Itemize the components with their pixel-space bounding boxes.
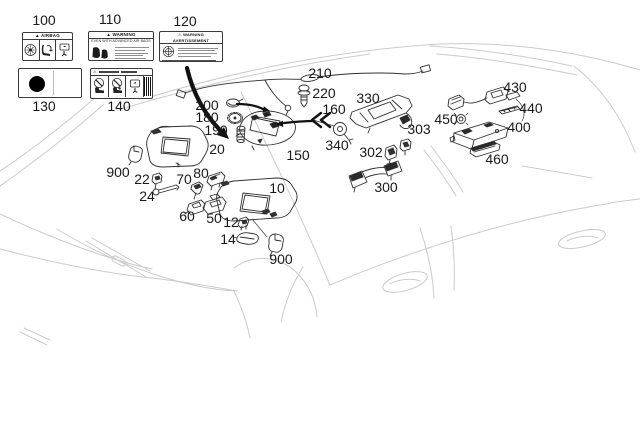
part-sun-visor-20 — [146, 125, 209, 168]
no-childseat-icon — [109, 75, 127, 97]
warning-label-textlines — [113, 45, 153, 60]
warning-bilingual-header: ⚠ WARNING AVERTISSEMENT — [160, 32, 222, 45]
warning-label-110: ▲ WARNING EVEN WITH ADVANCED AIR BAGS — [88, 31, 154, 61]
warning-label-header: ▲ WARNING — [89, 32, 153, 40]
callout-130[interactable]: 130 — [32, 98, 56, 114]
callout-900-visor-right[interactable]: 900 — [269, 251, 293, 267]
part-clip-22 — [151, 172, 163, 190]
part-lens-440 — [498, 105, 521, 115]
callout-430[interactable]: 430 — [503, 79, 527, 95]
child-seats-silhouette-icon — [89, 45, 113, 60]
callout-180[interactable]: 180 — [195, 109, 219, 125]
part-screw-220 — [297, 84, 311, 108]
part-wiring-harness-210 — [175, 64, 432, 116]
callout-900-visor-left[interactable]: 900 — [106, 164, 130, 180]
callout-60[interactable]: 60 — [179, 208, 195, 224]
warning-triangle-icon: ⚠ — [93, 69, 97, 74]
callout-20[interactable]: 20 — [209, 141, 225, 157]
car-body-outline — [0, 43, 640, 346]
part-grab-handle-300 — [348, 160, 403, 193]
part-lens-460 — [469, 140, 501, 158]
callout-120[interactable]: 120 — [173, 13, 197, 29]
callout-24[interactable]: 24 — [139, 188, 155, 204]
arrow-label120-to-visor20 — [184, 65, 226, 136]
callout-220[interactable]: 220 — [312, 85, 336, 101]
warning-label-120: ⚠ WARNING AVERTISSEMENT — [159, 31, 223, 62]
blank-label-130 — [18, 68, 82, 98]
arrow-to-console-left — [235, 102, 265, 111]
callout-450[interactable]: 450 — [434, 111, 458, 127]
callout-440[interactable]: 440 — [519, 100, 543, 116]
callout-140[interactable]: 140 — [107, 98, 131, 114]
callout-190[interactable]: 190 — [204, 122, 228, 138]
part-bracket-50 — [202, 193, 227, 215]
callout-460[interactable]: 460 — [485, 151, 509, 167]
part-bracket-14 — [232, 232, 259, 245]
callout-100[interactable]: 100 — [32, 12, 56, 28]
warning-bilingual-textlines-bottom — [160, 59, 222, 61]
header-text-bar — [98, 70, 119, 73]
part-visor-clip-900-bottom — [251, 218, 284, 257]
pointer-arrows — [184, 65, 316, 139]
callout-12[interactable]: 12 — [223, 214, 239, 230]
callout-10[interactable]: 10 — [269, 180, 285, 196]
airbag-label-header: ▲ AIRBAG — [23, 33, 72, 41]
airbag-burst-icon — [23, 40, 40, 60]
part-visor-clip-900-left — [128, 145, 143, 166]
callout-300[interactable]: 300 — [374, 179, 398, 195]
part-grommet-180 — [227, 112, 243, 124]
part-handle-bracket-330 — [349, 94, 413, 134]
callout-14[interactable]: 14 — [220, 231, 236, 247]
part-bracket-60 — [184, 199, 206, 216]
callout-80[interactable]: 80 — [193, 165, 209, 181]
arrow-to-console-right — [282, 119, 316, 125]
callout-70[interactable]: 70 — [176, 171, 192, 187]
airbag-label-100: ▲ AIRBAG — [22, 32, 73, 61]
callout-210[interactable]: 210 — [308, 65, 332, 81]
warning-label-subheader: EVEN WITH ADVANCED AIR BAGS — [91, 39, 151, 44]
part-clip-70 — [190, 181, 204, 200]
callout-160[interactable]: 160 — [322, 101, 346, 117]
callout-303[interactable]: 303 — [407, 121, 431, 137]
callout-110[interactable]: 110 — [98, 11, 122, 27]
certification-seal-icon — [160, 45, 176, 58]
callout-302[interactable]: 302 — [359, 144, 383, 160]
callout-400[interactable]: 400 — [507, 119, 531, 135]
callout-50[interactable]: 50 — [206, 210, 222, 226]
restraint-label-140: ⚠ — [90, 68, 153, 99]
manual-reference-icon — [126, 75, 145, 97]
black-dot-icon — [29, 76, 45, 92]
header-text-bar — [120, 70, 137, 73]
child-seat-icon — [40, 40, 57, 60]
part-clip-12 — [237, 216, 250, 231]
no-rearfacing-seat-icon — [91, 75, 109, 97]
part-sun-visor-10 — [216, 177, 298, 222]
callout-340[interactable]: 340 — [325, 137, 349, 153]
part-pin-24 — [152, 184, 180, 196]
part-grommet-450 — [453, 112, 469, 126]
barcode — [144, 76, 152, 96]
callout-200[interactable]: 200 — [195, 97, 219, 113]
part-pin-190 — [236, 125, 246, 143]
callout-22[interactable]: 22 — [134, 171, 150, 187]
warning-bilingual-textlines-right — [176, 45, 222, 58]
callout-330[interactable]: 330 — [356, 90, 380, 106]
part-lamp-wiring-430 — [447, 86, 525, 122]
callout-150[interactable]: 150 — [286, 147, 310, 163]
part-coat-hook-340 — [312, 119, 354, 145]
hand-press-icon — [56, 40, 72, 60]
label-divider — [53, 71, 54, 95]
part-clip-303 — [399, 138, 412, 156]
part-clip-80 — [206, 171, 226, 191]
